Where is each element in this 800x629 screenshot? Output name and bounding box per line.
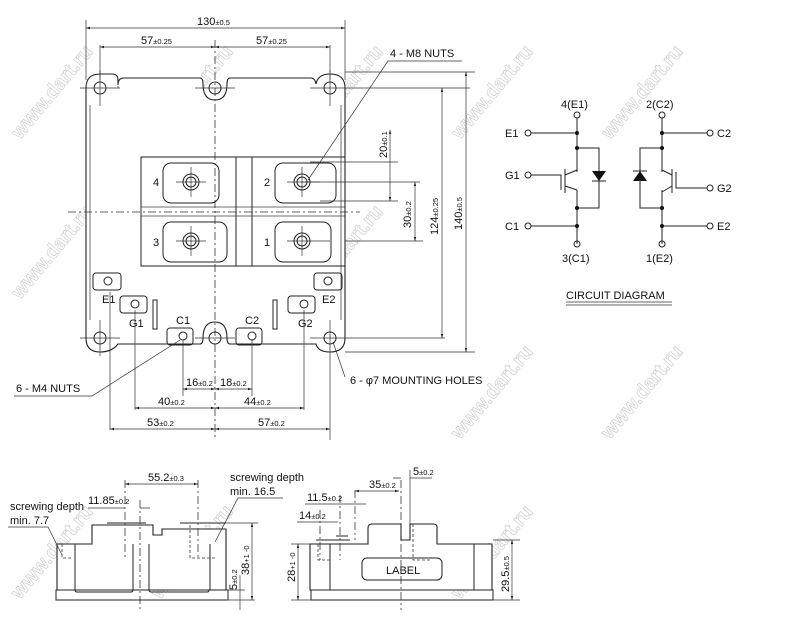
aux-terminals: E1 E2 G1 G2 C1 C2 xyxy=(92,272,343,346)
svg-text:E1: E1 xyxy=(102,294,115,306)
svg-text:57±0.25: 57±0.25 xyxy=(256,35,287,47)
svg-text:G1: G1 xyxy=(505,170,520,182)
side-view-end: LABEL 35±0.2 5±0.2 11.5±0.2 14±0.2 28+1 … xyxy=(286,466,520,610)
svg-text:44±0.2: 44±0.2 xyxy=(244,396,271,408)
svg-text:min. 16.5: min. 16.5 xyxy=(230,486,275,498)
svg-text:www.dart.ru: www.dart.ru xyxy=(446,341,537,444)
svg-text:4 - M8 NUTS: 4 - M8 NUTS xyxy=(390,48,454,60)
svg-text:C1: C1 xyxy=(176,315,190,327)
svg-text:11.5±0.2: 11.5±0.2 xyxy=(307,492,342,504)
svg-text:53±0.2: 53±0.2 xyxy=(147,417,174,429)
svg-text:www.dart.ru: www.dart.ru xyxy=(596,41,687,144)
svg-text:2: 2 xyxy=(264,177,270,189)
svg-text:6 - φ7 MOUNTING HOLES: 6 - φ7 MOUNTING HOLES xyxy=(350,375,482,387)
svg-text:16±0.2: 16±0.2 xyxy=(186,377,213,389)
bottom-dimensions: 16±0.2 18±0.2 40±0.2 44±0.2 53±0.2 57±0.… xyxy=(109,292,330,431)
svg-text:3: 3 xyxy=(153,237,159,249)
svg-text:5±0.2: 5±0.2 xyxy=(413,466,434,478)
svg-text:min. 7.7: min. 7.7 xyxy=(10,515,49,527)
svg-text:G1: G1 xyxy=(129,318,144,330)
svg-text:E2: E2 xyxy=(322,294,335,306)
svg-text:4: 4 xyxy=(153,177,159,189)
svg-text:www.dart.ru: www.dart.ru xyxy=(446,41,537,144)
svg-text:40±0.2: 40±0.2 xyxy=(158,396,185,408)
svg-text:www.dart.ru: www.dart.ru xyxy=(6,201,97,304)
svg-text:57±0.2: 57±0.2 xyxy=(258,417,285,429)
svg-text:E2: E2 xyxy=(717,221,730,233)
svg-text:1: 1 xyxy=(264,237,270,249)
svg-text:18±0.2: 18±0.2 xyxy=(220,377,247,389)
svg-text:screwing depth: screwing depth xyxy=(230,472,304,484)
svg-text:140±0.5: 140±0.5 xyxy=(453,197,465,230)
svg-text:124±0.25: 124±0.25 xyxy=(429,198,441,235)
terminal-4: 4 xyxy=(153,162,220,204)
svg-text:14±0.2: 14±0.2 xyxy=(299,510,326,522)
svg-text:C2: C2 xyxy=(245,315,259,327)
terminal-1: 1 xyxy=(264,221,332,263)
svg-text:3(C1): 3(C1) xyxy=(562,253,590,265)
circuit-diagram: 4(E1) E1 G1 C1 3(C1) 2(C2) C2 G2 E2 1(E2… xyxy=(505,99,732,306)
svg-text:2(C2): 2(C2) xyxy=(646,99,674,111)
callouts: 4 - M8 NUTS 6 - M4 NUTS 6 - φ7 MOUNTING … xyxy=(14,48,482,397)
svg-text:LABEL: LABEL xyxy=(386,565,420,577)
svg-text:screwing depth: screwing depth xyxy=(10,501,84,513)
svg-text:28+1 -0: 28+1 -0 xyxy=(286,552,298,582)
svg-text:E1: E1 xyxy=(505,128,518,140)
svg-text:CIRCUIT DIAGRAM: CIRCUIT DIAGRAM xyxy=(566,290,665,302)
svg-text:11.85±0.2: 11.85±0.2 xyxy=(88,495,129,507)
svg-text:6 - M4 NUTS: 6 - M4 NUTS xyxy=(16,383,80,395)
svg-text:G2: G2 xyxy=(717,183,732,195)
svg-text:C1: C1 xyxy=(505,221,519,233)
svg-text:1(E2): 1(E2) xyxy=(646,253,673,265)
svg-text:5±0.2: 5±0.2 xyxy=(228,569,240,590)
svg-text:29.5±0.5: 29.5±0.5 xyxy=(500,556,512,592)
svg-text:www.dart.ru: www.dart.ru xyxy=(596,341,687,444)
svg-text:30±0.2: 30±0.2 xyxy=(402,201,414,228)
svg-text:38+1 -0: 38+1 -0 xyxy=(240,545,252,575)
side-view-front: 55.2±0.3 11.85±0.2 screwing depth min. 7… xyxy=(8,472,304,610)
mounting-holes xyxy=(80,70,470,440)
svg-text:35±0.2: 35±0.2 xyxy=(369,479,396,491)
svg-text:57±0.25: 57±0.25 xyxy=(141,35,172,47)
svg-text:C2: C2 xyxy=(717,128,731,140)
right-dimensions: 140±0.5 124±0.25 30±0.2 20±0.1 xyxy=(302,71,475,353)
top-dimensions: 130±0.5 57±0.25 57±0.25 xyxy=(85,16,346,80)
svg-text:130±0.5: 130±0.5 xyxy=(197,16,230,28)
svg-text:G2: G2 xyxy=(298,318,313,330)
svg-text:4(E1): 4(E1) xyxy=(561,99,588,111)
svg-text:20±0.1: 20±0.1 xyxy=(378,131,390,158)
terminal-2: 2 xyxy=(264,162,337,204)
terminal-3: 3 xyxy=(153,221,228,263)
svg-text:www.dart.ru: www.dart.ru xyxy=(6,41,97,144)
svg-text:55.2±0.3: 55.2±0.3 xyxy=(148,472,184,484)
top-view: 4 2 3 1 E1 xyxy=(14,16,482,440)
